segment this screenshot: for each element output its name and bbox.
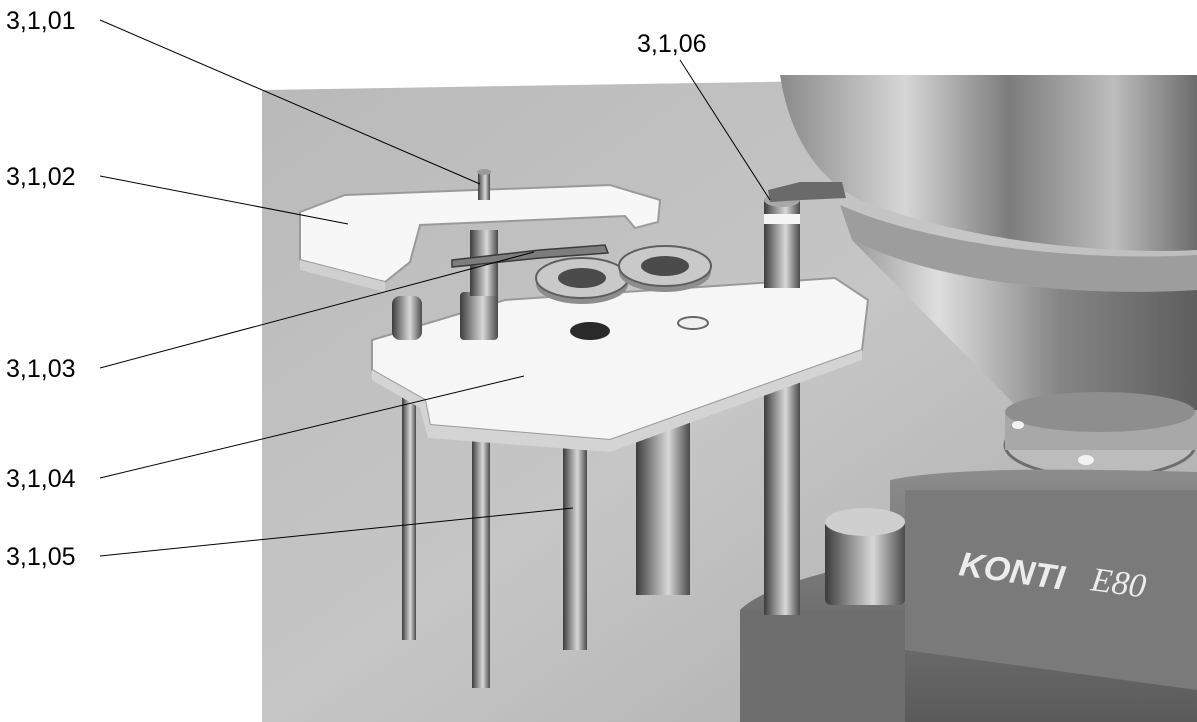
machine-photograph: KONTI E80 [262, 75, 1197, 722]
die-block [460, 292, 498, 340]
leader-line-3-1-05 [99, 507, 574, 557]
funnel-ring-right [618, 245, 712, 292]
leader-line-3-1-04 [99, 375, 525, 479]
rod-3 [563, 430, 587, 650]
hopper-bowl [780, 75, 1197, 251]
housing-front-panel [905, 490, 1197, 690]
callout-label-3-1-06: 3,1,06 [637, 30, 707, 58]
right-post [764, 182, 846, 288]
leader-line-3-1-03 [99, 251, 535, 369]
rod-1 [402, 360, 416, 640]
funnel-ring-left [535, 257, 629, 304]
leader-line-3-1-01 [99, 19, 481, 185]
callout-label-3-1-03: 3,1,03 [6, 355, 76, 383]
top-screw [478, 172, 490, 200]
leader-line-3-1-06 [679, 59, 771, 201]
rod-4 [636, 410, 690, 595]
small-punch [392, 296, 422, 340]
hopper-cone [852, 240, 1197, 410]
callout-label-3-1-01: 3,1,01 [6, 7, 76, 35]
model-logo: E80 [1088, 561, 1148, 605]
leader-line-3-1-02 [99, 175, 349, 225]
cylindrical-cap [825, 520, 905, 605]
hopper-rim [840, 205, 1197, 292]
rod-2 [472, 430, 490, 688]
callout-label-3-1-04: 3,1,04 [6, 465, 76, 493]
callout-label-3-1-05: 3,1,05 [6, 543, 76, 571]
callout-label-3-1-02: 3,1,02 [6, 163, 76, 191]
t-handle [451, 244, 610, 268]
